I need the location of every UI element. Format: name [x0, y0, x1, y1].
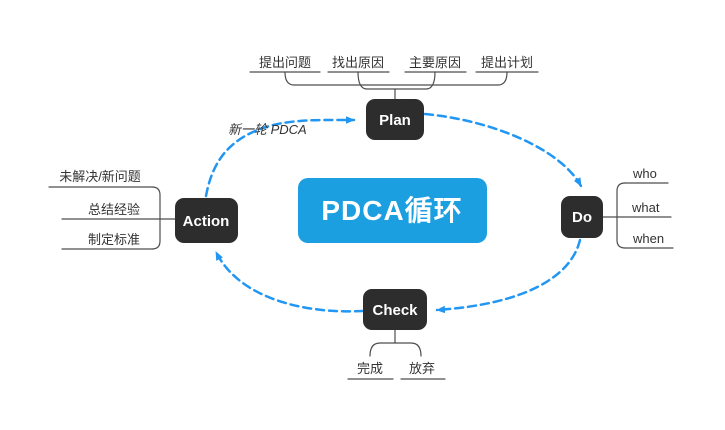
- action-children-bracket: [151, 186, 161, 250]
- check-children-bracket: [369, 342, 422, 357]
- plan-children-bracket-outer: [284, 71, 508, 86]
- action-node-label: Action: [183, 213, 230, 230]
- do-child-topic[interactable]: when: [632, 231, 664, 246]
- action-node[interactable]: Action: [175, 198, 238, 243]
- arrow-action-to-plan: [204, 116, 356, 198]
- do-child-topic[interactable]: who: [632, 166, 657, 181]
- check-child-topic[interactable]: 放弃: [409, 361, 435, 376]
- check-child-topic[interactable]: 完成: [357, 361, 383, 376]
- do-node[interactable]: Do: [561, 196, 603, 238]
- plan-child-topic[interactable]: 主要原因: [409, 55, 461, 70]
- plan-child-topic[interactable]: 提出计划: [481, 55, 533, 70]
- plan-child-topic[interactable]: 找出原因: [332, 55, 384, 70]
- action-child-topic[interactable]: 总结经验: [88, 202, 140, 217]
- do-children-bracket: [616, 182, 626, 249]
- arrow-do-to-check: [435, 238, 582, 314]
- plan-node[interactable]: Plan: [366, 99, 424, 140]
- central-topic[interactable]: PDCA循环: [298, 178, 487, 243]
- arrow-check-to-action: [214, 250, 365, 313]
- plan-node-label: Plan: [379, 112, 411, 129]
- do-child-topic[interactable]: what: [631, 200, 660, 215]
- action-child-topic[interactable]: 制定标准: [88, 232, 140, 247]
- relationship-label[interactable]: 新一轮 PDCA: [228, 122, 307, 137]
- arrow-plan-to-do: [423, 112, 583, 188]
- central-topic-label: PDCA循环: [321, 195, 462, 226]
- plan-child-topic[interactable]: 提出问题: [259, 55, 311, 70]
- plan-children-bracket-inner: [357, 71, 436, 90]
- action-child-topic[interactable]: 未解决/新问题: [59, 169, 141, 184]
- check-node[interactable]: Check: [363, 289, 427, 330]
- check-node-label: Check: [372, 302, 418, 319]
- do-node-label: Do: [572, 209, 592, 226]
